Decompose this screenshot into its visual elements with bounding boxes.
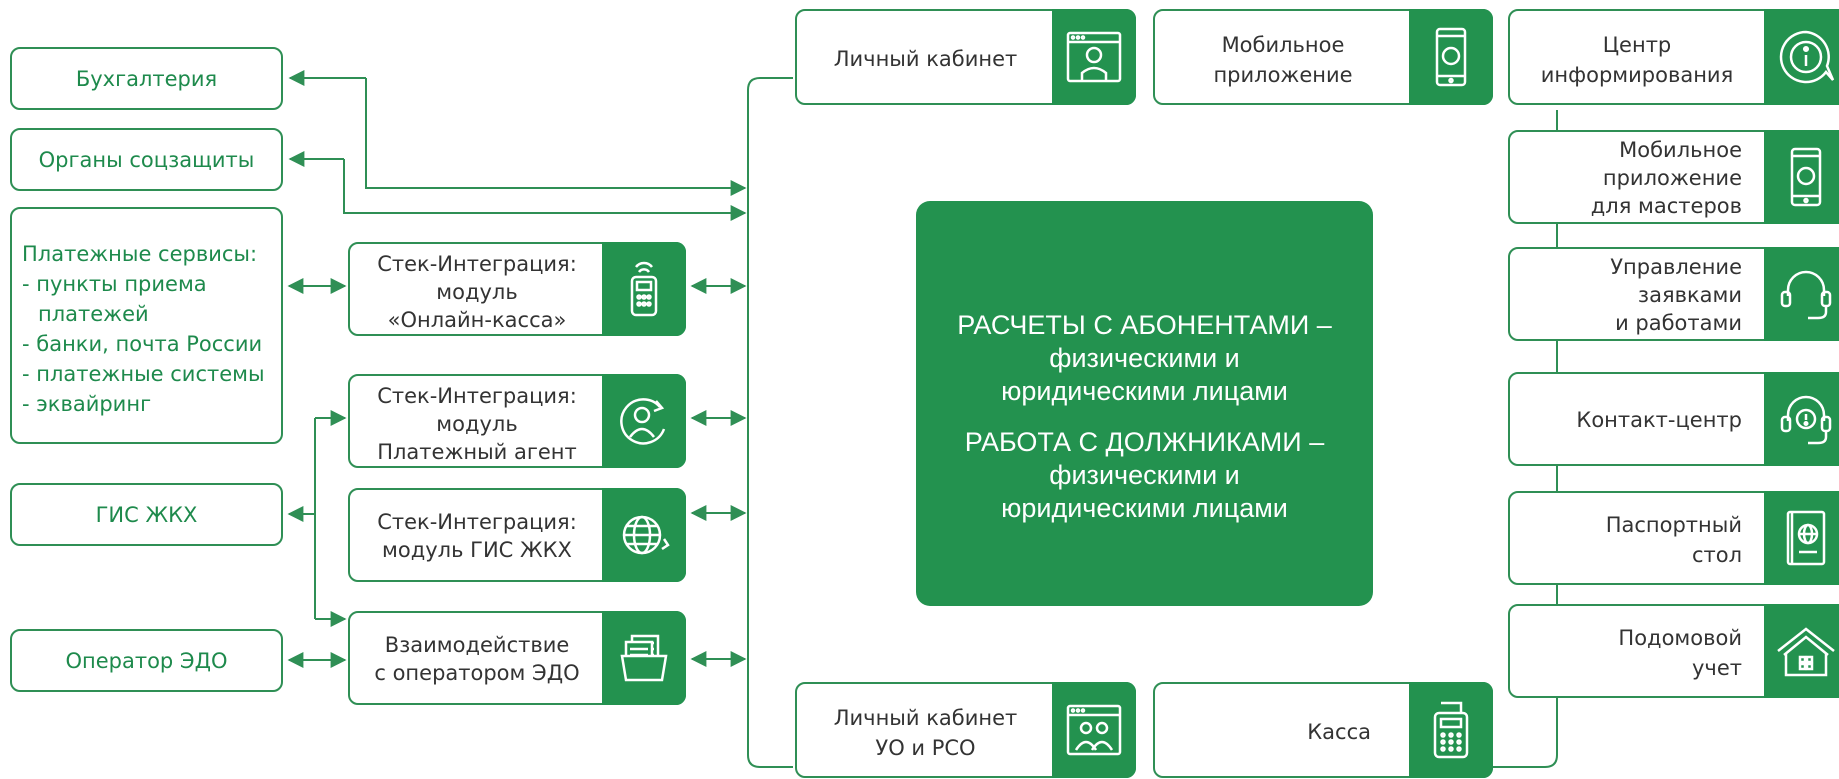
mobile-masters-box: Мобильное приложение для мастеров [1508,130,1839,224]
gis-label: ГИС ЖКХ [95,503,198,527]
module-line: Взаимодействие [384,633,570,657]
info-chat-icon [1764,9,1839,105]
cabinet-uo-line: УО и РСО [875,736,976,760]
contact-center-box: Контакт-центр [1508,372,1839,466]
passport-desk-line: Паспортный [1605,513,1742,537]
pos-terminal-icon [602,242,686,336]
info-center-line: Центр [1602,33,1672,57]
passport-desk-line: стол [1691,543,1742,567]
payment-item: - пункты приема [22,272,207,296]
mobile-masters-line: Мобильное [1619,138,1742,162]
contact-center-label: Контакт-центр [1576,408,1742,432]
payment-item: платежей [38,302,149,326]
browser-people-icon [1052,682,1136,778]
kassa-label: Касса [1307,720,1371,744]
cabinet-uo-line: Личный кабинет [833,706,1018,730]
social-protection-label: Органы соцзащиты [38,148,255,172]
payment-services-title: Платежные сервисы: [22,242,258,266]
module-line: модуль [436,280,518,304]
module-line: Стек-Интеграция: [377,252,577,276]
center-line: физическими и [1049,343,1240,373]
info-center-box: Центр информирования [1508,9,1839,105]
info-center-line: информирования [1540,63,1734,87]
module-line: модуль ГИС ЖКХ [382,538,572,562]
gis-box: ГИС ЖКХ [10,483,283,546]
center-line: юридическими лицами [1001,376,1288,406]
center-line: РАСЧЕТЫ С АБОНЕНТАМИ – [957,310,1332,340]
module-line: Платежный агент [377,440,577,464]
house-accounting-line: учет [1692,656,1742,680]
module-line: Стек-Интеграция: [377,384,577,408]
mobile-app-box: Мобильное приложение [1153,9,1493,105]
requests-line: и работами [1615,311,1742,335]
module-line: модуль [436,412,518,436]
payment-item: - банки, почта России [22,332,263,356]
online-kassa-module: Стек-Интеграция: модуль «Онлайн-касса» [348,242,686,336]
house-accounting-box: Подомовой учет [1508,604,1839,698]
center-block: РАСЧЕТЫ С АБОНЕНТАМИ – физическими и юри… [916,201,1373,606]
module-line: с оператором ЭДО [374,661,580,685]
module-line: «Онлайн-касса» [387,308,567,332]
person-refresh-icon [602,374,686,468]
contact-headset-icon [1764,372,1839,466]
mobile-app-line: приложение [1213,63,1353,87]
payment-services-box: Платежные сервисы: - пункты приема плате… [10,207,283,444]
personal-cabinet-label: Личный кабинет [833,47,1018,71]
mobile-masters-icon [1764,130,1839,224]
kassa-box: Касса [1153,682,1493,778]
cash-register-icon [1409,682,1493,778]
requests-box: Управление заявками и работами [1508,247,1839,341]
edo-operator-label: Оператор ЭДО [65,649,228,673]
accounting-label: Бухгалтерия [75,67,218,91]
passport-icon [1764,491,1839,585]
accounting-box: Бухгалтерия [10,47,283,110]
mobile-app-line: Мобильное [1221,33,1345,57]
payment-item: - эквайринг [22,392,152,416]
gis-module: Стек-Интеграция: модуль ГИС ЖКХ [348,488,686,582]
requests-line: Управление [1610,255,1742,279]
documents-folder-icon [602,611,686,705]
edo-operator-box: Оператор ЭДО [10,629,283,692]
mobile-masters-line: для мастеров [1590,194,1742,218]
house-icon [1764,604,1839,698]
social-protection-box: Органы соцзащиты [10,128,283,191]
passport-desk-box: Паспортный стол [1508,491,1839,585]
center-line: физическими и [1049,460,1240,490]
headset-icon [1764,247,1839,341]
mobile-phone-icon [1409,9,1493,105]
globe-refresh-icon [602,488,686,582]
payment-agent-module: Стек-Интеграция: модуль Платежный агент [348,374,686,468]
payment-item: - платежные системы [22,362,265,386]
center-line: юридическими лицами [1001,493,1288,523]
module-line: Стек-Интеграция: [377,510,577,534]
personal-cabinet-box: Личный кабинет [795,9,1136,105]
house-accounting-line: Подомовой [1618,626,1742,650]
mobile-masters-line: приложение [1602,166,1742,190]
requests-line: заявками [1637,283,1742,307]
browser-person-icon [1052,9,1136,105]
edo-module: Взаимодействие с оператором ЭДО [348,611,686,705]
center-line: РАБОТА С ДОЛЖНИКАМИ – [964,427,1325,457]
cabinet-uo-box: Личный кабинет УО и РСО [795,682,1136,778]
